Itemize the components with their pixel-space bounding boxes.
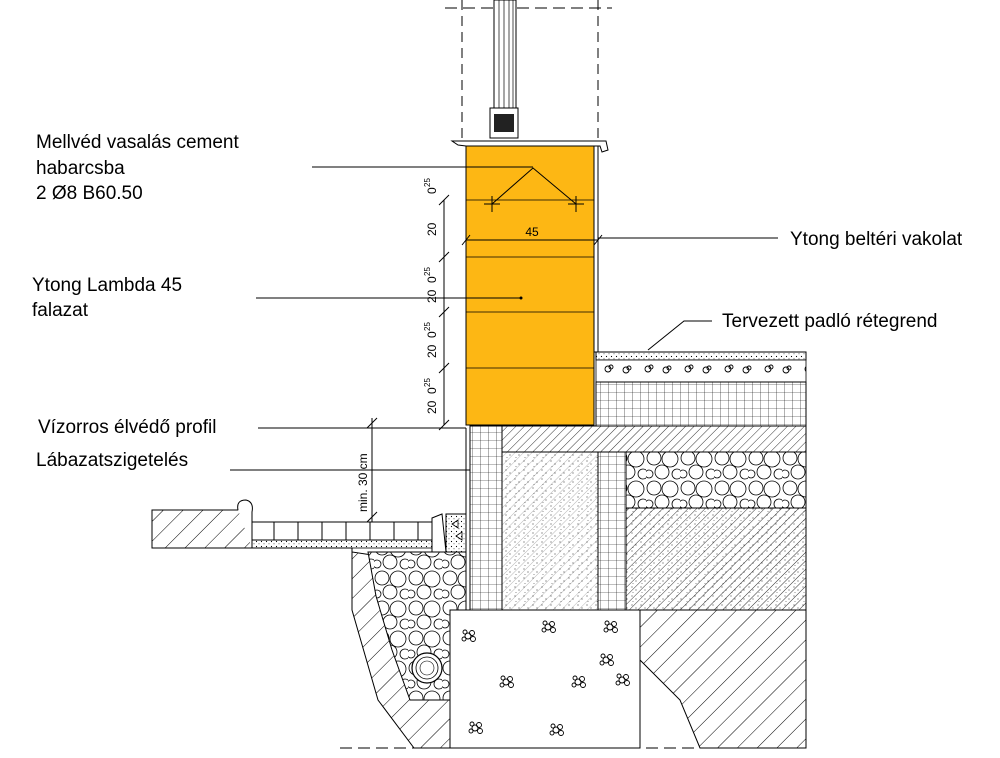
foundation-top-slab [501, 425, 807, 453]
wall-thickness-dimension: 45 [461, 225, 603, 246]
floor-buildup [595, 351, 807, 427]
ytong-masonry-wall [465, 145, 599, 426]
label-interior-plaster: Ytong beltéri vakolat [790, 229, 963, 250]
svg-text:Ytong Lambda 45: Ytong Lambda 45 [32, 275, 182, 296]
interior-gravel-fill [625, 451, 807, 611]
drain-pipe [411, 652, 443, 684]
course-height-dimensions: 0 25 20 20 0 25 20 0 25 20 0 25 [423, 178, 450, 431]
wall-thickness-value: 45 [525, 225, 539, 239]
rebar-left [484, 196, 500, 212]
plinth-insulation [465, 425, 503, 611]
svg-text:0: 0 [425, 331, 439, 338]
svg-text:25: 25 [423, 178, 432, 187]
label-floor-layers: Tervezett padló rétegrend [722, 311, 937, 332]
svg-text:25: 25 [423, 378, 432, 387]
foundation-wall [501, 451, 627, 611]
window-sill [450, 140, 609, 153]
svg-text:habarcsba: habarcsba [36, 158, 125, 179]
svg-text:Mellvéd vasalás cement: Mellvéd vasalás cement [36, 132, 239, 153]
strip-footing [449, 609, 641, 749]
label-plinth-insulation: Lábazatszigetelés [36, 450, 188, 471]
joint-dim-1: 0 [425, 187, 439, 194]
svg-text:falazat: falazat [32, 300, 89, 321]
course-dim-3: 20 [425, 344, 439, 358]
exterior-paving [237, 499, 467, 553]
leader-lines [230, 166, 778, 471]
svg-text:0: 0 [425, 387, 439, 394]
course-dim-1: 20 [425, 222, 439, 236]
svg-text:2 Ø8 B60.50: 2 Ø8 B60.50 [36, 183, 143, 204]
label-masonry: Ytong Lambda 45 falazat [32, 275, 182, 321]
svg-text:25: 25 [423, 267, 432, 276]
svg-text:25: 25 [423, 322, 432, 331]
course-dim-2: 20 [425, 289, 439, 303]
soil-right [639, 609, 807, 749]
rebar-right [568, 196, 584, 212]
label-parapet-reinforcement: Mellvéd vasalás cement habarcsba 2 Ø8 B6… [36, 132, 239, 204]
window-frame [445, 0, 612, 140]
plinth-min-value: min. 30 cm [356, 453, 370, 512]
svg-text:0: 0 [425, 276, 439, 283]
label-drip-profile: Vízorros élvédő profil [38, 417, 216, 438]
course-dim-4: 20 [425, 400, 439, 414]
